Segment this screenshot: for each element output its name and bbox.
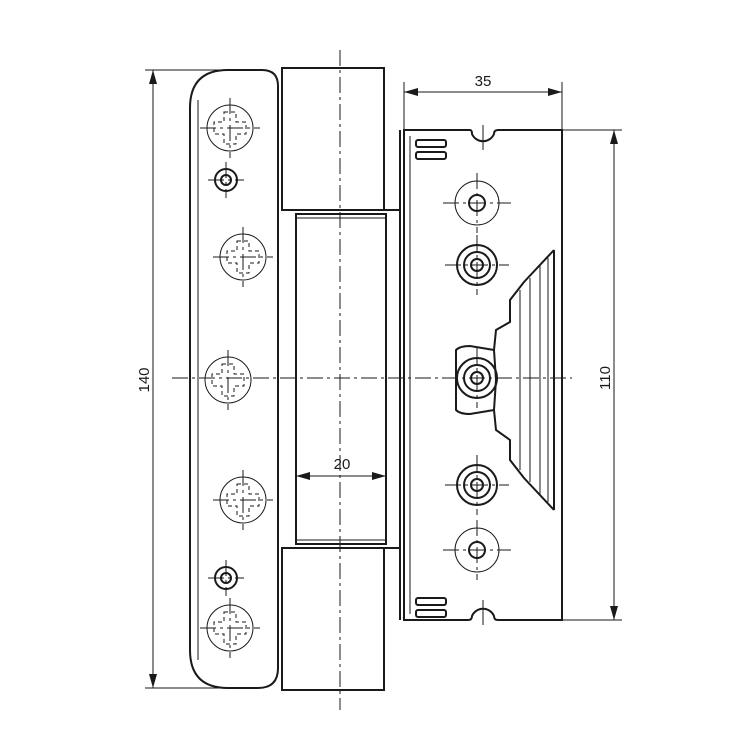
dimension-barrel-width-label: 20 [334, 456, 351, 473]
dimension-body-height [562, 129, 622, 621]
leaf-pin-bottom [208, 560, 244, 596]
body-hole-1 [443, 173, 511, 233]
body-hole-4 [445, 455, 509, 515]
hinge-barrel [281, 50, 401, 710]
leaf-screw-1 [200, 98, 260, 158]
leaf-plate [189, 69, 279, 689]
leaf-screw-5 [200, 598, 260, 658]
leaf-screw-3 [204, 350, 252, 410]
dimension-body-depth-label: 35 [475, 73, 492, 90]
leaf-screw-2 [213, 227, 273, 287]
dimension-overall-height-label: 140 [136, 367, 153, 392]
dimension-barrel-width [296, 472, 386, 480]
body-hole-2 [445, 235, 509, 295]
leaf-pin-top [208, 162, 244, 198]
leaf-screw-4 [213, 470, 273, 530]
dimension-body-height-label: 110 [597, 366, 614, 390]
dimension-overall-height [145, 69, 228, 689]
body-hole-5 [443, 520, 511, 580]
dimension-body-depth [403, 82, 563, 130]
